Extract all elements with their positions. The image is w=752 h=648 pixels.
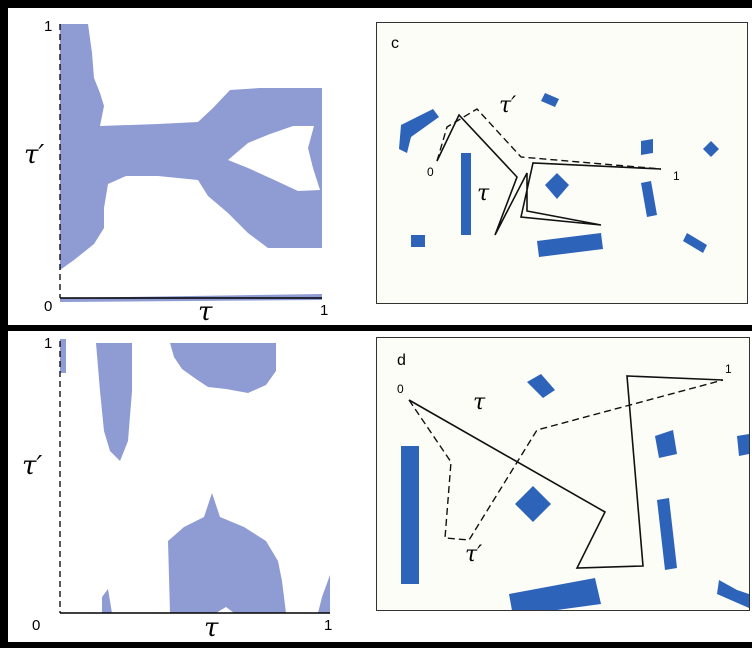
obstacle [399, 109, 439, 153]
obstacle [737, 434, 749, 456]
obstacle [509, 578, 601, 616]
free-region-top [60, 24, 322, 270]
tau-path [408, 375, 724, 569]
panel-letter-d: d [397, 352, 406, 369]
free-region-bottom [60, 339, 66, 373]
obstacle [655, 430, 677, 458]
tau-prime-path [436, 108, 662, 170]
obstacle [703, 141, 719, 157]
bottom-config-space-svg [8, 331, 368, 642]
y-tick-top: 1 [44, 335, 53, 352]
path-start-label: 0 [397, 382, 404, 396]
top-config-space-plot: 1 0 1 τ′ τ [8, 8, 368, 327]
top-map-svg [399, 93, 719, 257]
obstacle [527, 374, 555, 398]
x-tick-right: 1 [320, 302, 329, 319]
tau-label: τ [473, 390, 486, 415]
panel-letter-c: c [391, 35, 399, 52]
bottom-map-svg [401, 374, 749, 616]
free-region-bottom [102, 589, 112, 613]
obstacle [717, 580, 749, 608]
obstacle [461, 153, 471, 235]
free-region-bottom [318, 575, 330, 613]
row-divider [8, 325, 752, 331]
y-axis-label: τ′ [24, 140, 45, 170]
y-tick-bottom: 0 [32, 617, 41, 634]
top-config-space-svg [8, 8, 368, 325]
obstacle [545, 173, 569, 199]
y-tick-bottom: 0 [44, 298, 53, 315]
obstacle [641, 181, 657, 217]
bottom-map-panel: d 0 1 τ τ′ [376, 337, 750, 616]
obstacle [401, 446, 419, 584]
path-start-label: 0 [427, 165, 434, 179]
x-axis-label: τ [204, 613, 219, 643]
top-map-panel: c 0 1 τ τ′ [376, 22, 748, 304]
path-end-label: 1 [725, 362, 732, 376]
free-region-bottom [168, 493, 286, 613]
obstacle [515, 486, 551, 522]
obstacle [641, 139, 653, 155]
free-region-bottom [96, 343, 132, 461]
x-tick-right: 1 [324, 617, 333, 634]
obstacle [683, 233, 707, 253]
bottom-config-space-plot: 1 0 1 τ′ τ [8, 331, 368, 643]
obstacle [541, 93, 559, 107]
tau-prime-path [408, 379, 724, 541]
free-region-bottom [170, 343, 276, 393]
tau-label: τ [477, 181, 490, 206]
figure-frame: 1 0 1 τ′ τ c 0 1 τ τ′ [8, 8, 752, 643]
y-axis-label: τ′ [22, 451, 43, 481]
tau-path [436, 113, 662, 236]
tau-prime-label: τ′ [499, 93, 517, 118]
obstacle [411, 235, 425, 247]
y-tick-top: 1 [44, 18, 53, 35]
path-end-label: 1 [673, 169, 680, 183]
obstacle [537, 233, 603, 257]
x-axis-label: τ [198, 297, 213, 327]
tau-prime-label: τ′ [465, 542, 483, 567]
obstacle [657, 498, 677, 570]
